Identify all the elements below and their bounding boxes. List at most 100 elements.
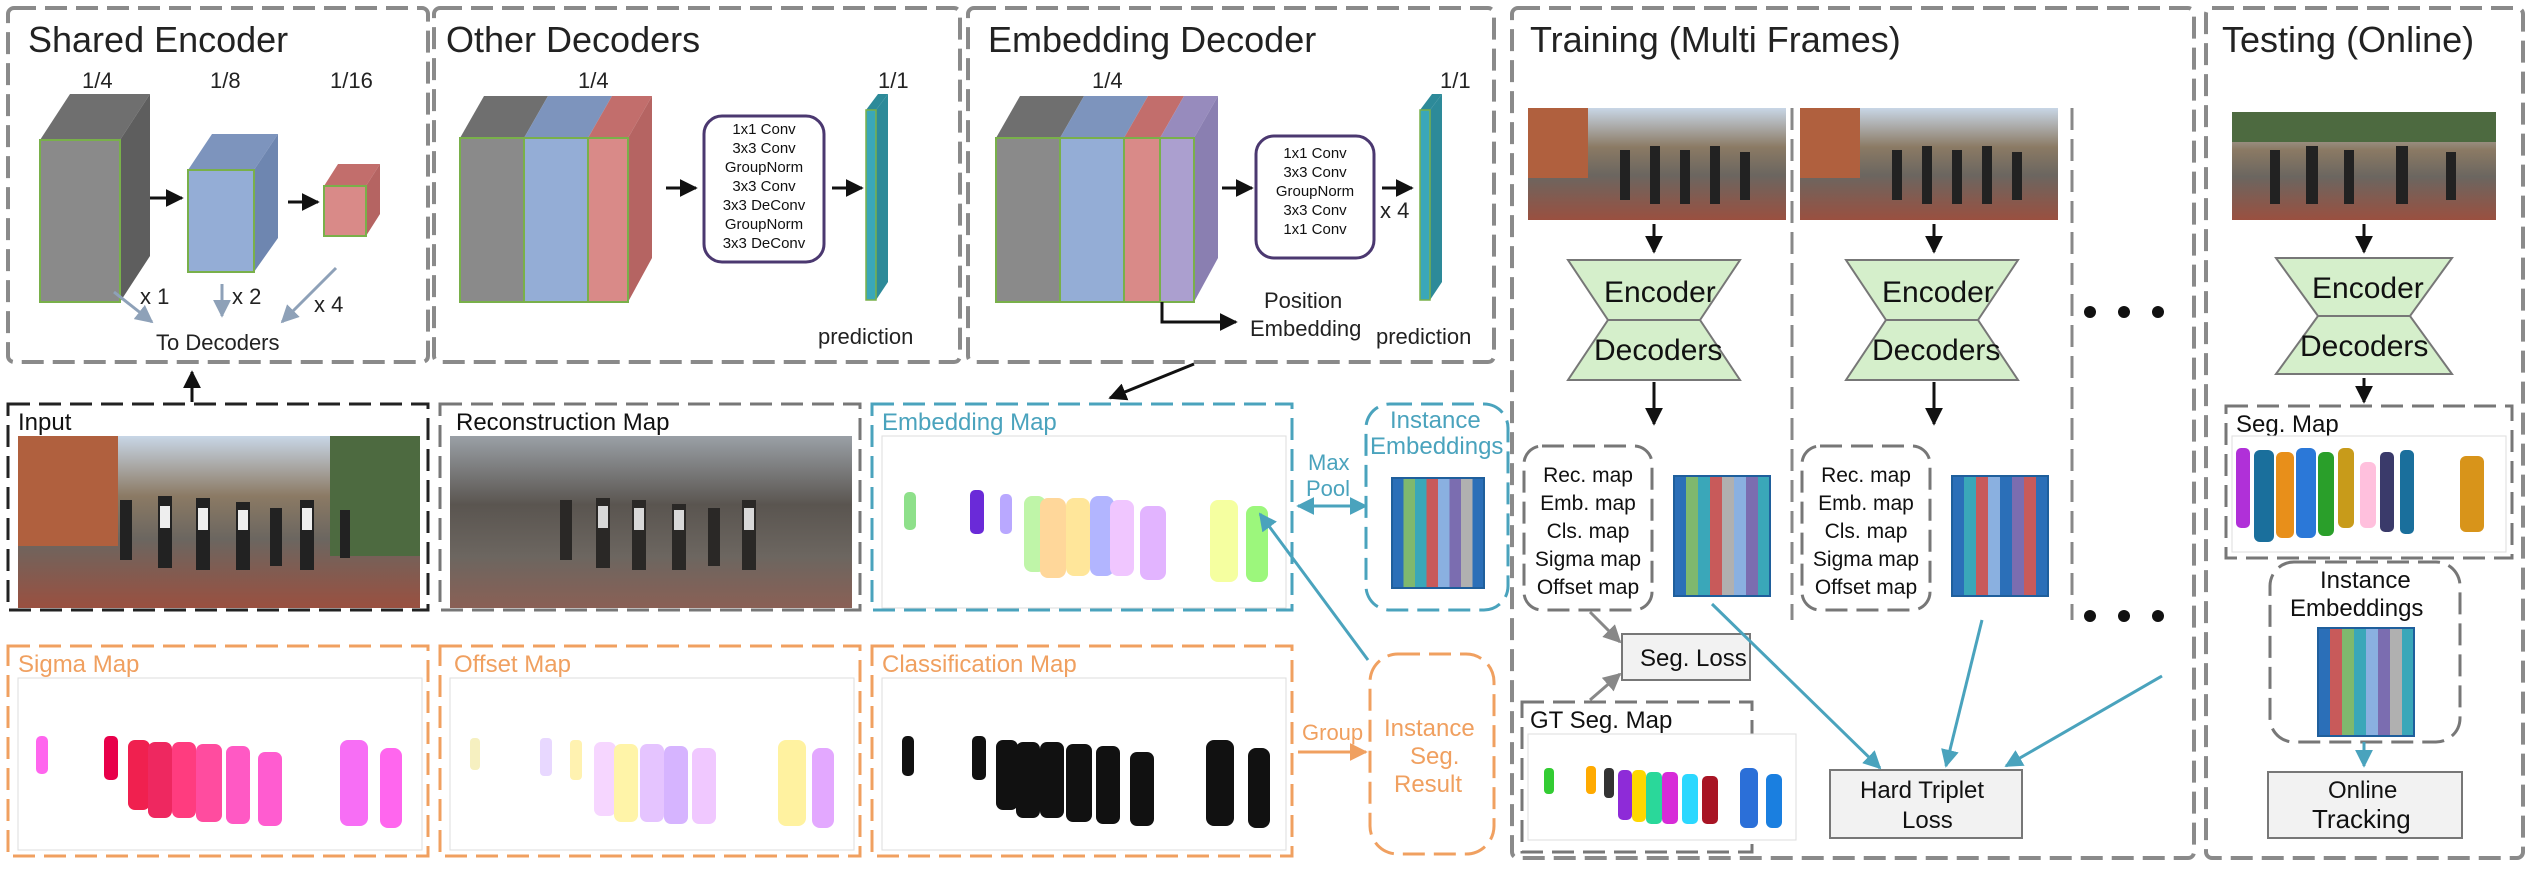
list-item: GroupNorm	[1276, 183, 1354, 200]
decoder-feature-stack	[459, 96, 652, 303]
training-frame-2	[1800, 108, 2058, 220]
list-item: 3x3 Conv	[1283, 202, 1347, 219]
pool-label: Pool	[1306, 476, 1350, 501]
sigma-map-title: Sigma Map	[18, 651, 139, 678]
embedding-bar	[1415, 478, 1427, 588]
more-frames-dots	[2084, 306, 2164, 622]
online-tracking-box	[2267, 771, 2463, 839]
encoder-label: Encoder	[1604, 276, 1716, 309]
embedding-map-image	[881, 435, 1287, 609]
instance-embeddings-line2: Embeddings	[1370, 433, 1503, 460]
embedding-decoder-panel	[966, 6, 1496, 364]
decoders-label: Decoders	[1594, 334, 1722, 367]
testing-panel	[2204, 6, 2525, 860]
online-tracking-line1: Online	[2328, 777, 2397, 804]
emb-feedback-arrow	[1258, 512, 1370, 661]
hard-triplet-loss-box	[1829, 769, 2023, 839]
list-item: Sigma map	[1535, 548, 1641, 571]
input-panel	[6, 402, 430, 612]
classification-map-title: Classification Map	[882, 651, 1077, 678]
conv-block	[702, 114, 826, 264]
embedding-bar	[2330, 628, 2342, 736]
list-item: 3x3 Conv	[732, 178, 796, 195]
instance-embeddings-line1: Instance	[1390, 407, 1481, 434]
reconstruction-title: Reconstruction Map	[456, 409, 669, 436]
embedding-bar	[1392, 478, 1404, 588]
embedding-bars	[1951, 475, 2049, 597]
instance-embeddings-panel	[1364, 402, 1510, 612]
instance-seg-line1: Instance	[1384, 715, 1475, 742]
embedding-bar	[1438, 478, 1450, 588]
scale-label: 1/4	[82, 68, 113, 93]
scale-label: 1/1	[878, 68, 909, 93]
multiplier-label: x 2	[232, 284, 261, 309]
embedding-map-title: Embedding Map	[882, 409, 1057, 436]
triplet-arrow	[1941, 619, 1984, 768]
training-title: Training (Multi Frames)	[1530, 19, 1901, 60]
encoder-label: Encoder	[2312, 272, 2424, 305]
triplet-arrow	[2004, 674, 2163, 768]
embedding-bar	[1426, 478, 1438, 588]
embedding-bar	[1686, 476, 1698, 596]
embedding-bar	[2378, 628, 2390, 736]
scale-label: 1/8	[210, 68, 241, 93]
training-panel	[1510, 6, 2196, 860]
map-row-top: Input Reconstruction Map	[6, 402, 1510, 612]
list-item: 3x3 Conv	[1283, 164, 1347, 181]
embedding-feature-stack	[995, 96, 1218, 303]
embedding-bars	[1673, 475, 1771, 597]
seg-loss-label: Seg. Loss	[1640, 645, 1747, 672]
hard-triplet-line2: Loss	[1902, 807, 1953, 834]
testing-embeddings-line1: Instance	[2320, 567, 2411, 594]
repeat-label: x 4	[1380, 198, 1409, 223]
embedding-bar	[2318, 628, 2330, 736]
embedding-bar	[1710, 476, 1722, 596]
list-item: Sigma map	[1813, 548, 1919, 571]
list-item: Rec. map	[1821, 464, 1911, 487]
embedding-bar	[1698, 476, 1710, 596]
triplet-arrow	[1710, 602, 1882, 770]
embedding-bars	[1391, 477, 1485, 589]
sigma-map-image	[17, 677, 423, 851]
embedding-bar	[1722, 476, 1734, 596]
input-title: Input	[18, 409, 72, 436]
offset-map-title: Offset Map	[454, 651, 571, 678]
embedding-bar	[1734, 476, 1746, 596]
embedding-bar	[2402, 628, 2414, 736]
classification-map-panel	[870, 644, 1294, 858]
list-item: 3x3 DeConv	[723, 197, 806, 214]
list-item: 1x1 Conv	[1283, 145, 1347, 162]
embedding-bar	[2366, 628, 2378, 736]
panel-borders	[6, 6, 2525, 860]
offset-map-panel	[438, 644, 862, 858]
list-item: Emb. map	[1540, 492, 1636, 515]
list-item: Emb. map	[1818, 492, 1914, 515]
conv-block	[1254, 134, 1376, 260]
embedding-prediction-block	[1419, 94, 1442, 301]
embedding-bar	[2036, 476, 2048, 596]
position-embedding-arrow	[1160, 302, 1238, 331]
reconstruction-image	[450, 436, 852, 608]
embedding-bar	[2012, 476, 2024, 596]
group-label: Group	[1302, 720, 1363, 745]
training-outputs-2	[1800, 444, 1932, 612]
embedding-bar	[1976, 476, 1988, 596]
embedding-label: Embedding	[1250, 316, 1361, 341]
online-tracking-line2: Tracking	[2312, 804, 2411, 834]
scale-label: 1/16	[330, 68, 373, 93]
embedding-bar	[2024, 476, 2036, 596]
testing-embeddings-line2: Embeddings	[2290, 595, 2423, 622]
list-item: GroupNorm	[725, 216, 803, 233]
embedding-map-panel	[870, 402, 1294, 612]
encoder-block-1-8	[187, 134, 278, 273]
list-item: 3x3 DeConv	[723, 235, 806, 252]
decoder-to-embedding-map-arrow	[1108, 362, 1195, 401]
instance-seg-line3: Result	[1394, 771, 1462, 798]
encoder-block-1-16	[323, 164, 380, 237]
seg-map-panel	[2224, 404, 2514, 560]
